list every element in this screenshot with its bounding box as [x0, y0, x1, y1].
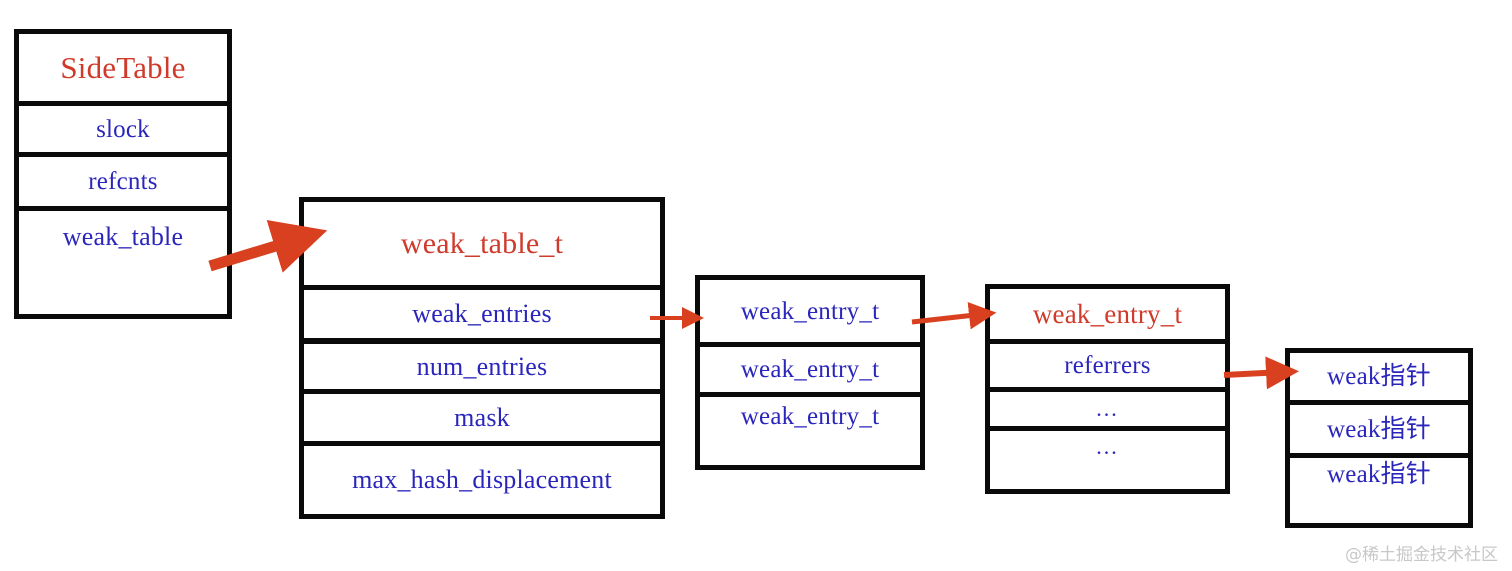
struct-title-side-table: SideTable	[60, 50, 186, 85]
struct-row-side-table-title: SideTable	[19, 34, 227, 106]
struct-row-slock: slock	[19, 106, 227, 157]
struct-row-max-hash-displacement: max_hash_displacement	[304, 446, 660, 514]
struct-row-refcnts: refcnts	[19, 157, 227, 211]
struct-row-weak-pointer-1: weak指针	[1290, 353, 1468, 405]
struct-box-side-table: SideTable slock refcnts weak_table	[14, 29, 232, 319]
struct-row-num-entries: num_entries	[304, 344, 660, 394]
struct-field-ellipsis-1: ...	[1096, 396, 1119, 421]
struct-field-num-entries: num_entries	[416, 351, 548, 381]
struct-row-weak-entry-slot-2: weak_entry_t	[700, 347, 920, 397]
struct-box-weak-entries-array: weak_entry_t weak_entry_t weak_entry_t	[695, 275, 925, 470]
struct-row-weak-entry-t-title: weak_entry_t	[990, 289, 1225, 344]
struct-title-weak-table-t: weak_table_t	[400, 226, 564, 260]
struct-field-referrers: referrers	[1064, 352, 1151, 379]
struct-field-refcnts: refcnts	[88, 168, 158, 195]
struct-row-referrers: referrers	[990, 344, 1225, 392]
watermark: @稀土掘金技术社区	[1345, 545, 1498, 565]
struct-title-weak-entry-t: weak_entry_t	[1032, 298, 1183, 329]
struct-box-weak-entry-t: weak_entry_t referrers ... ...	[985, 284, 1230, 494]
struct-row-weak-entries: weak_entries	[304, 290, 660, 344]
struct-row-weak-table-t-title: weak_table_t	[304, 202, 660, 290]
struct-row-mask: mask	[304, 394, 660, 446]
struct-field-weak-entry-slot-2: weak_entry_t	[740, 356, 880, 383]
struct-row-ellipsis-1: ...	[990, 392, 1225, 431]
struct-row-weak-table: weak_table	[19, 211, 227, 314]
struct-field-ellipsis-2: ...	[1096, 434, 1119, 459]
struct-row-weak-pointer-2: weak指针	[1290, 405, 1468, 458]
struct-row-ellipsis-2: ...	[990, 431, 1225, 489]
struct-row-weak-pointer-3: weak指针	[1290, 458, 1468, 518]
struct-row-weak-entry-slot-3: weak_entry_t	[700, 397, 920, 460]
arrow-referrers-to-weak-pointers	[1223, 356, 1299, 390]
struct-field-slock: slock	[96, 115, 150, 143]
struct-field-weak-entry-slot-1: weak_entry_t	[740, 297, 880, 325]
struct-box-weak-table-t: weak_table_t weak_entries num_entries ma…	[299, 197, 665, 519]
struct-field-weak-entry-slot-3: weak_entry_t	[740, 403, 880, 430]
struct-field-weak-pointer-3: weak指针	[1327, 461, 1431, 488]
struct-field-max-hash-displacement: max_hash_displacement	[352, 465, 612, 494]
struct-box-referrers-array: weak指针 weak指针 weak指针	[1285, 348, 1473, 528]
struct-field-weak-table: weak_table	[62, 222, 184, 251]
struct-field-weak-entries: weak_entries	[412, 299, 552, 328]
struct-field-mask: mask	[454, 402, 510, 432]
struct-row-weak-entry-slot-1: weak_entry_t	[700, 280, 920, 347]
struct-field-weak-pointer-1: weak指针	[1327, 363, 1431, 390]
struct-field-weak-pointer-2: weak指针	[1327, 415, 1431, 443]
